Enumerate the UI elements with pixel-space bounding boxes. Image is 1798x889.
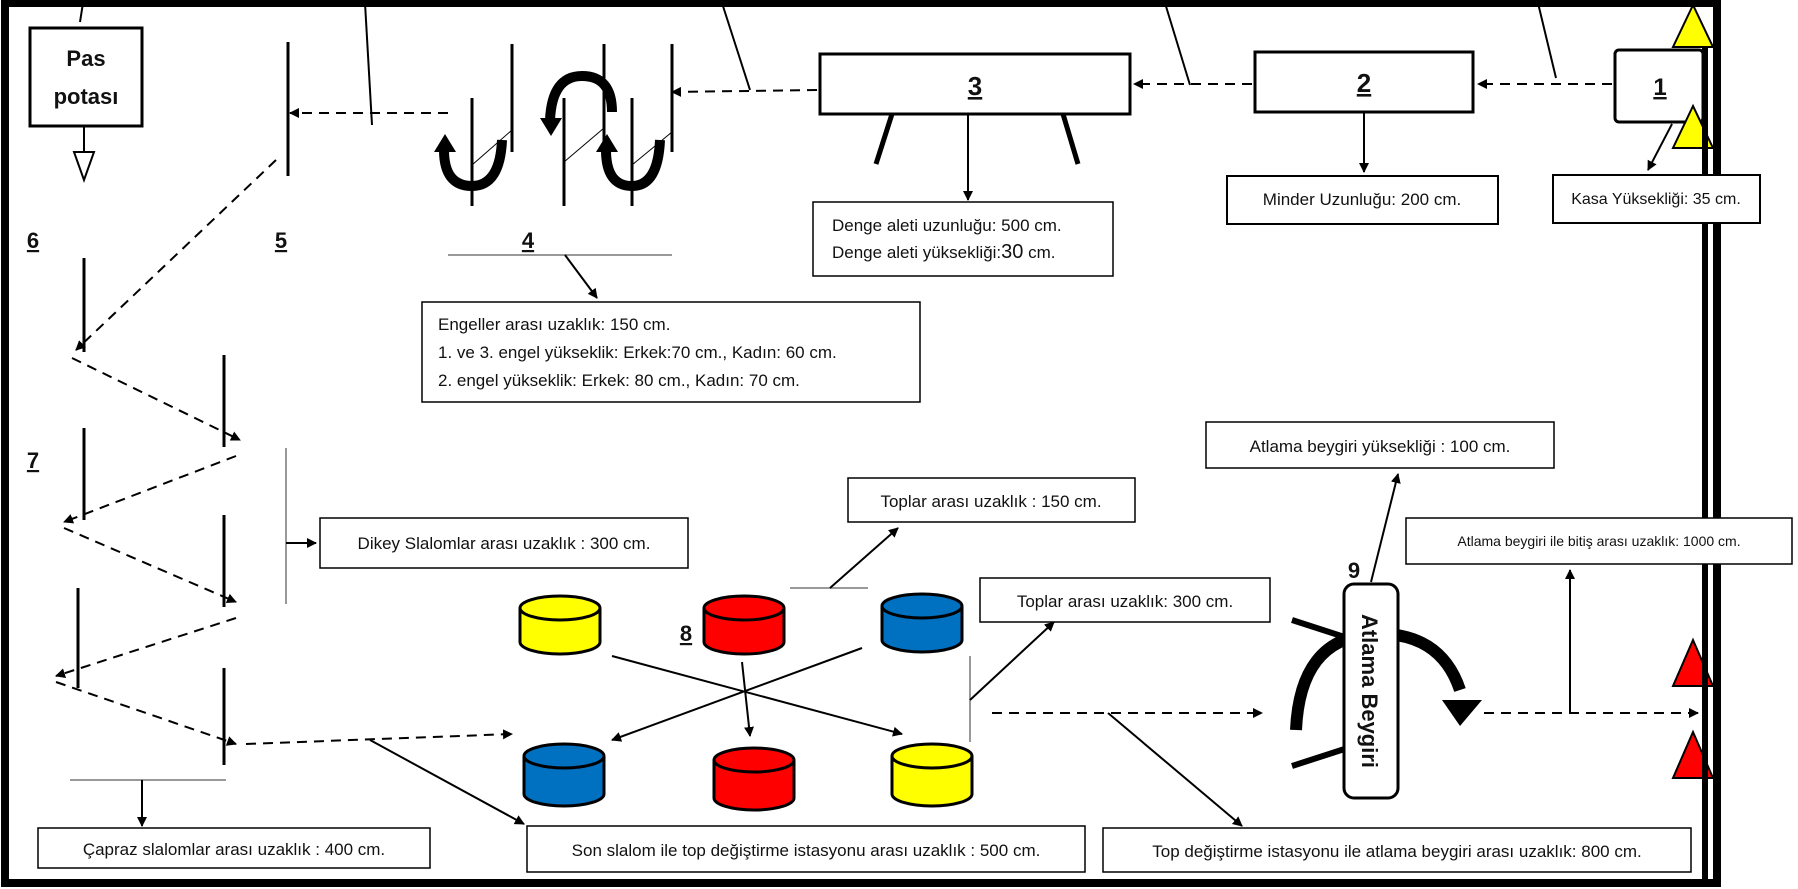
dikey-label: Dikey Slalomlar arası uzaklık : 300 cm.	[358, 534, 651, 553]
hurdle-under-arrow-1-head	[434, 134, 456, 152]
pointer-4-engel	[564, 254, 598, 299]
denge-label-line1: Denge aleti uzunluğu: 500 cm.	[832, 216, 1062, 235]
arrow-5-to-6	[75, 159, 277, 351]
hurdle-under-arrow-2-head	[596, 134, 618, 152]
hurdle-over-arrow-head	[540, 118, 562, 136]
pas-potasi-arrowhead	[72, 151, 96, 183]
pointer-son-slalom	[369, 739, 525, 825]
hurdle-under-arrow-1	[439, 139, 507, 192]
pointer-atlama-yukseklik	[1370, 473, 1401, 583]
engel-label-line3: 2. engel yükseklik: Erkek: 80 cm., Kadın…	[438, 371, 800, 390]
top-degistirme-label-box	[1102, 827, 1692, 873]
engel-label-line1: Engeller arası uzaklık: 150 cm.	[438, 315, 670, 334]
son-slalom-label-box	[526, 825, 1086, 873]
son-slalom-label: Son slalom ile top değiştirme istasyonu …	[572, 841, 1041, 860]
atlama-yukseklik-label-box	[1205, 421, 1555, 469]
hurdle-under-arrow-2	[601, 139, 665, 192]
basket-blue-bottom	[522, 742, 606, 808]
slalom-poles	[76, 258, 226, 765]
top-degistirme-label: Top değiştirme istasyonu ile atlama beyg…	[1152, 842, 1641, 861]
station-2-box	[1253, 50, 1475, 114]
toplar300-label-box	[979, 577, 1271, 623]
basket-yellow-bottom	[890, 742, 974, 808]
pointer-1-kasa	[1647, 123, 1673, 171]
balance-beam-leg-left	[873, 113, 895, 165]
ball-transfer-arrows	[611, 647, 903, 742]
station-5-number: 5	[275, 228, 287, 253]
toplar150-label-box	[847, 477, 1136, 523]
basket-yellow-top	[518, 594, 602, 656]
vaulting-horse-label: Atlama Beygiri	[1357, 614, 1382, 768]
pointer-top-degistirme	[1107, 712, 1243, 827]
denge-label-box	[812, 201, 1114, 277]
station-1-number: 1	[1653, 74, 1666, 101]
kasa-label: Kasa Yüksekliği: 35 cm.	[1571, 191, 1741, 208]
station-3-box	[818, 52, 1132, 116]
course-frame	[1, 0, 1721, 887]
atlama-yukseklik-label: Atlama beygiri yüksekliği : 100 cm.	[1250, 437, 1511, 456]
toplar300-label: Toplar arası uzaklık: 300 cm.	[1017, 592, 1233, 611]
minder-label: Minder Uzunluğu: 200 cm.	[1263, 190, 1461, 209]
dikey-label-box	[319, 517, 689, 569]
basket-red-top	[702, 594, 786, 656]
pointer-toplar150	[829, 527, 899, 589]
station-4-number: 4	[522, 228, 535, 253]
station-9-number: 9	[1348, 558, 1360, 583]
atlama-bitis-label: Atlama beygiri ile bitiş arası uzaklık: …	[1457, 533, 1740, 549]
toplar150-label: Toplar arası uzaklık : 150 cm.	[880, 492, 1101, 511]
arrow-3-to-4	[671, 86, 818, 97]
vaulting-horse	[1342, 582, 1400, 800]
balance-beam-leg-right	[1060, 113, 1081, 165]
pas-potasi-box	[28, 26, 144, 128]
slalom-path	[55, 357, 513, 746]
pas-potasi-line1: Pas	[66, 46, 105, 71]
denge-label-line2: Denge aleti yüksekliği:30 cm.	[832, 241, 1056, 263]
basket-red-bottom	[712, 746, 796, 812]
engel-label-box	[421, 301, 921, 403]
atlama-bitis-label-box	[1405, 517, 1793, 565]
station-8-number: 8	[680, 621, 692, 646]
station-7-number: 7	[27, 448, 39, 473]
start-marker-top	[1671, 2, 1715, 48]
hurdle-over-arrow	[545, 70, 617, 121]
top-connector-lines	[79, 2, 1557, 126]
capraz-label: Çapraz slalomlar arası uzaklık : 400 cm.	[83, 840, 385, 859]
pas-potasi-line2: potası	[54, 84, 119, 109]
capraz-label-box	[37, 827, 431, 869]
station-3-number: 3	[968, 71, 982, 101]
engel-label-line2: 1. ve 3. engel yükseklik: Erkek:70 cm., …	[438, 343, 837, 362]
basket-blue-top	[880, 592, 964, 654]
pointer-toplar300	[969, 621, 1055, 701]
station-6-number: 6	[27, 228, 39, 253]
vault-over-arrow-head	[1442, 700, 1482, 726]
minder-label-box	[1226, 175, 1499, 225]
station-2-number: 2	[1357, 68, 1371, 98]
kasa-label-box	[1552, 174, 1761, 224]
